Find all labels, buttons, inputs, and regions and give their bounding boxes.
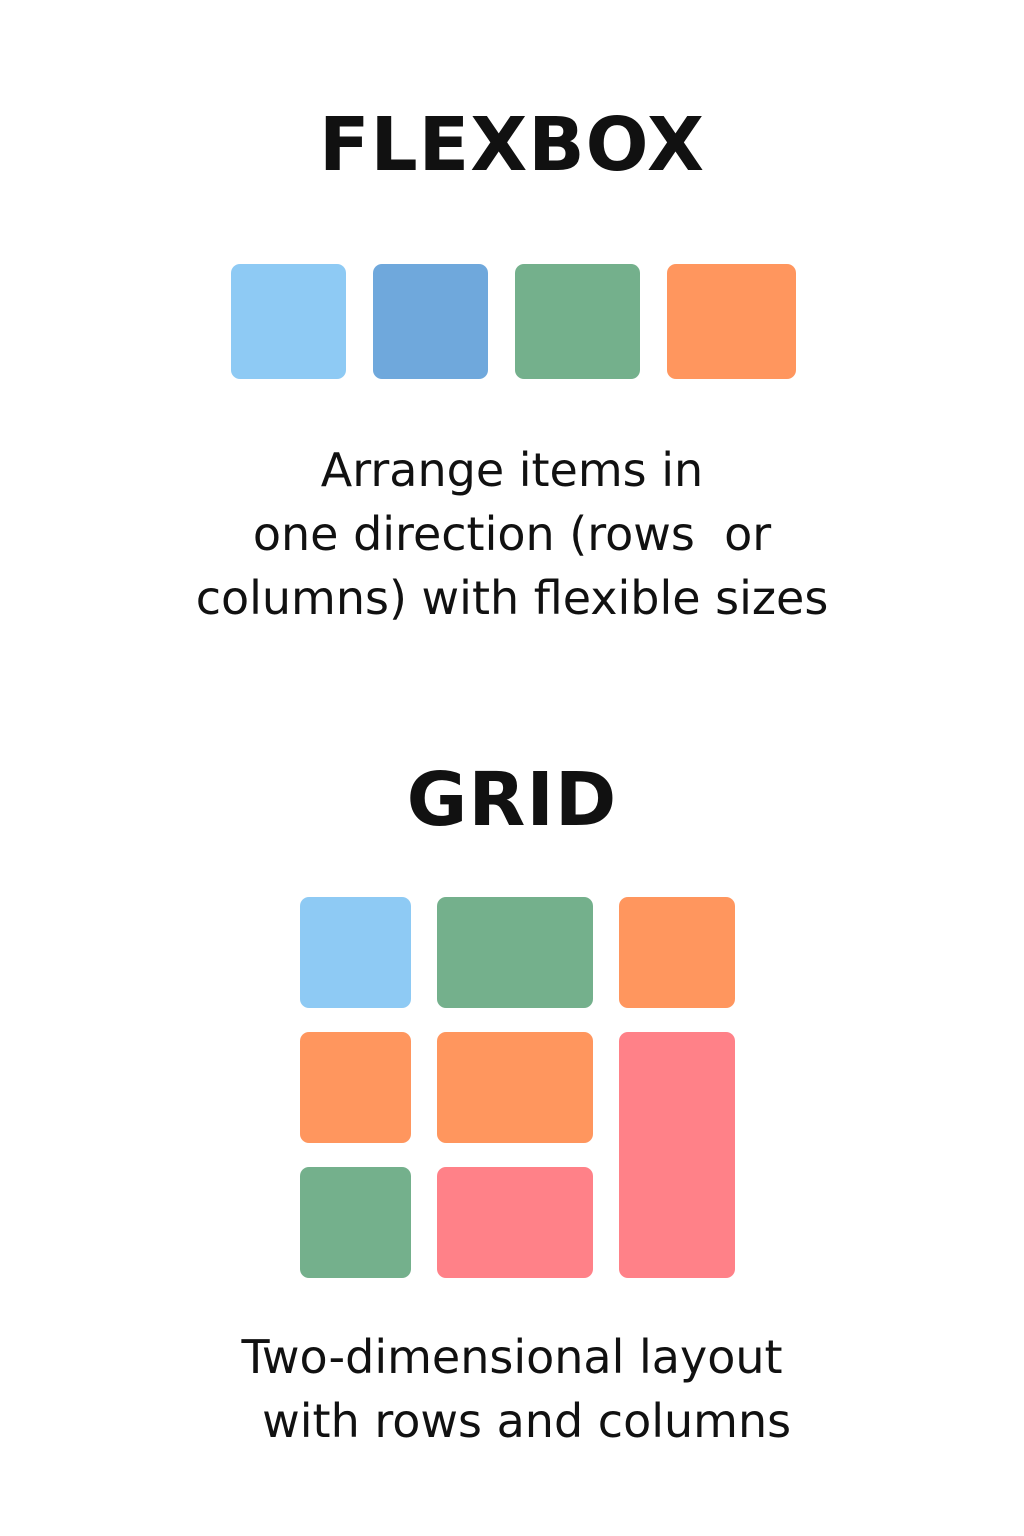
grid-cell-pink-wide [437,1167,593,1278]
flexbox-description: Arrange items in one direction (rows or … [0,438,1024,630]
flex-item-blue [373,264,488,379]
grid-cell-orange [300,1032,411,1143]
flex-item-green [515,264,640,379]
grid-cell-green [300,1167,411,1278]
grid-cell-orange-wide [437,1032,593,1143]
grid-cell-pink-tall [619,1032,735,1278]
flex-item-light-blue [231,264,346,379]
flexbox-description-line: Arrange items in [320,443,704,497]
grid-cell-green [437,897,593,1008]
grid-title: GRID [406,757,618,843]
grid-example [300,897,735,1278]
flexbox-description-line: columns) with flexible sizes [195,571,829,625]
grid-description-line: Two-dimensional layout [241,1330,783,1384]
grid-cell-orange [619,897,735,1008]
flexbox-description-line: one direction (rows or [252,507,772,561]
grid-cell-light-blue [300,897,411,1008]
flexbox-title: FLEXBOX [318,102,706,188]
grid-description: Two-dimensional layout with rows and col… [0,1325,1024,1453]
flex-item-orange [667,264,796,379]
grid-description-line: with rows and columns [232,1394,792,1448]
flexbox-example [231,264,796,379]
